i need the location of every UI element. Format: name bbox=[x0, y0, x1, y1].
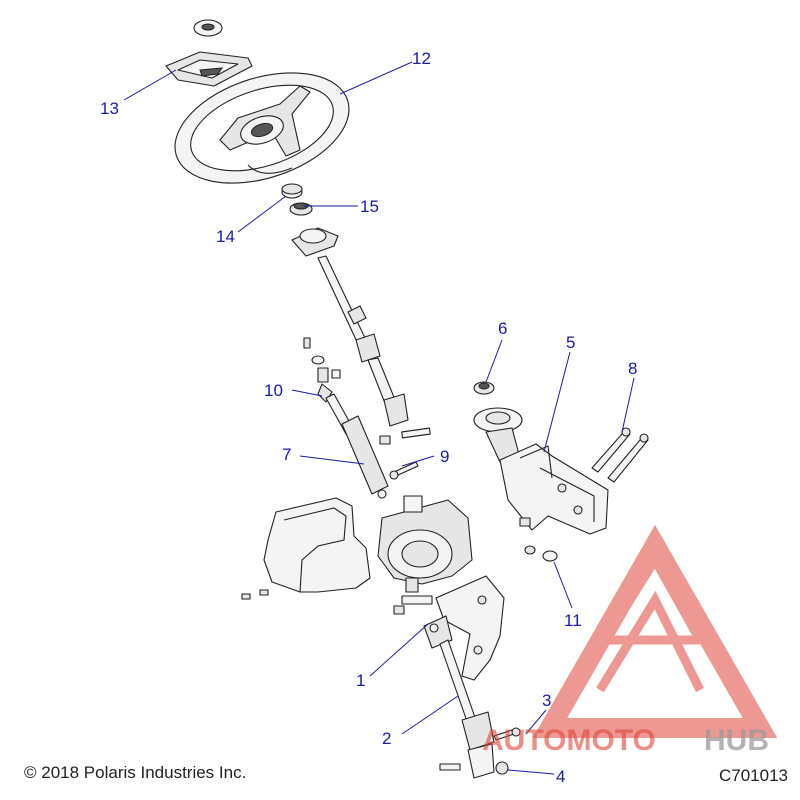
part-11-nuts bbox=[524, 545, 558, 562]
part-14-nut bbox=[281, 183, 303, 199]
callout-13: 13 bbox=[100, 99, 119, 118]
callout-5: 5 bbox=[566, 333, 575, 352]
part-13-center-pad bbox=[165, 51, 253, 87]
callout-1: 1 bbox=[356, 671, 365, 690]
callout-2: 2 bbox=[382, 729, 391, 748]
watermark-text: AUTOMOTO HUB bbox=[482, 724, 769, 757]
part-15-bushing bbox=[289, 202, 313, 216]
eps-cover-panel bbox=[241, 497, 371, 600]
part-3-bolt bbox=[493, 727, 521, 741]
callout-14: 14 bbox=[216, 227, 235, 246]
callout-15: 15 bbox=[360, 197, 379, 216]
part-4-nut bbox=[439, 761, 509, 775]
lower-support-bracket bbox=[393, 575, 505, 681]
callout-10: 10 bbox=[264, 381, 283, 400]
part-7-steering-damper bbox=[325, 393, 389, 499]
steering-wheel-cap bbox=[193, 19, 223, 37]
callout-12: 12 bbox=[412, 49, 431, 68]
part-6-grommet bbox=[473, 381, 495, 395]
callout-7: 7 bbox=[282, 445, 291, 464]
part-2-lower-shaft bbox=[439, 639, 495, 779]
callout-4: 4 bbox=[556, 767, 565, 786]
copyright-notice: © 2018 Polaris Industries Inc. bbox=[24, 763, 247, 782]
watermark-text-hub: HUB bbox=[704, 724, 769, 757]
part-10-mount-hardware bbox=[303, 337, 341, 403]
part-5-column-bracket bbox=[473, 407, 609, 535]
eps-power-steering-unit bbox=[377, 495, 473, 593]
callout-6: 6 bbox=[498, 319, 507, 338]
callout-11: 11 bbox=[564, 611, 582, 630]
part-1-upper-u-joint bbox=[423, 615, 453, 649]
watermark-logo bbox=[532, 524, 778, 738]
drawing-number: C701013 bbox=[718, 766, 788, 785]
part-9-bolt bbox=[389, 461, 419, 480]
callout-3: 3 bbox=[542, 691, 551, 710]
upper-column-bearing bbox=[291, 227, 339, 257]
upper-steering-shaft bbox=[317, 255, 431, 445]
callout-8: 8 bbox=[628, 359, 637, 378]
part-8-long-bolts bbox=[591, 427, 649, 483]
callout-labels: 12 13 14 15 10 7 9 6 5 8 11 1 2 3 4 bbox=[100, 49, 637, 786]
leader-lines bbox=[123, 61, 635, 775]
callout-9: 9 bbox=[440, 447, 449, 466]
part-12-steering-wheel bbox=[174, 72, 350, 184]
watermark-text-automoto: AUTOMOTO bbox=[482, 724, 656, 757]
